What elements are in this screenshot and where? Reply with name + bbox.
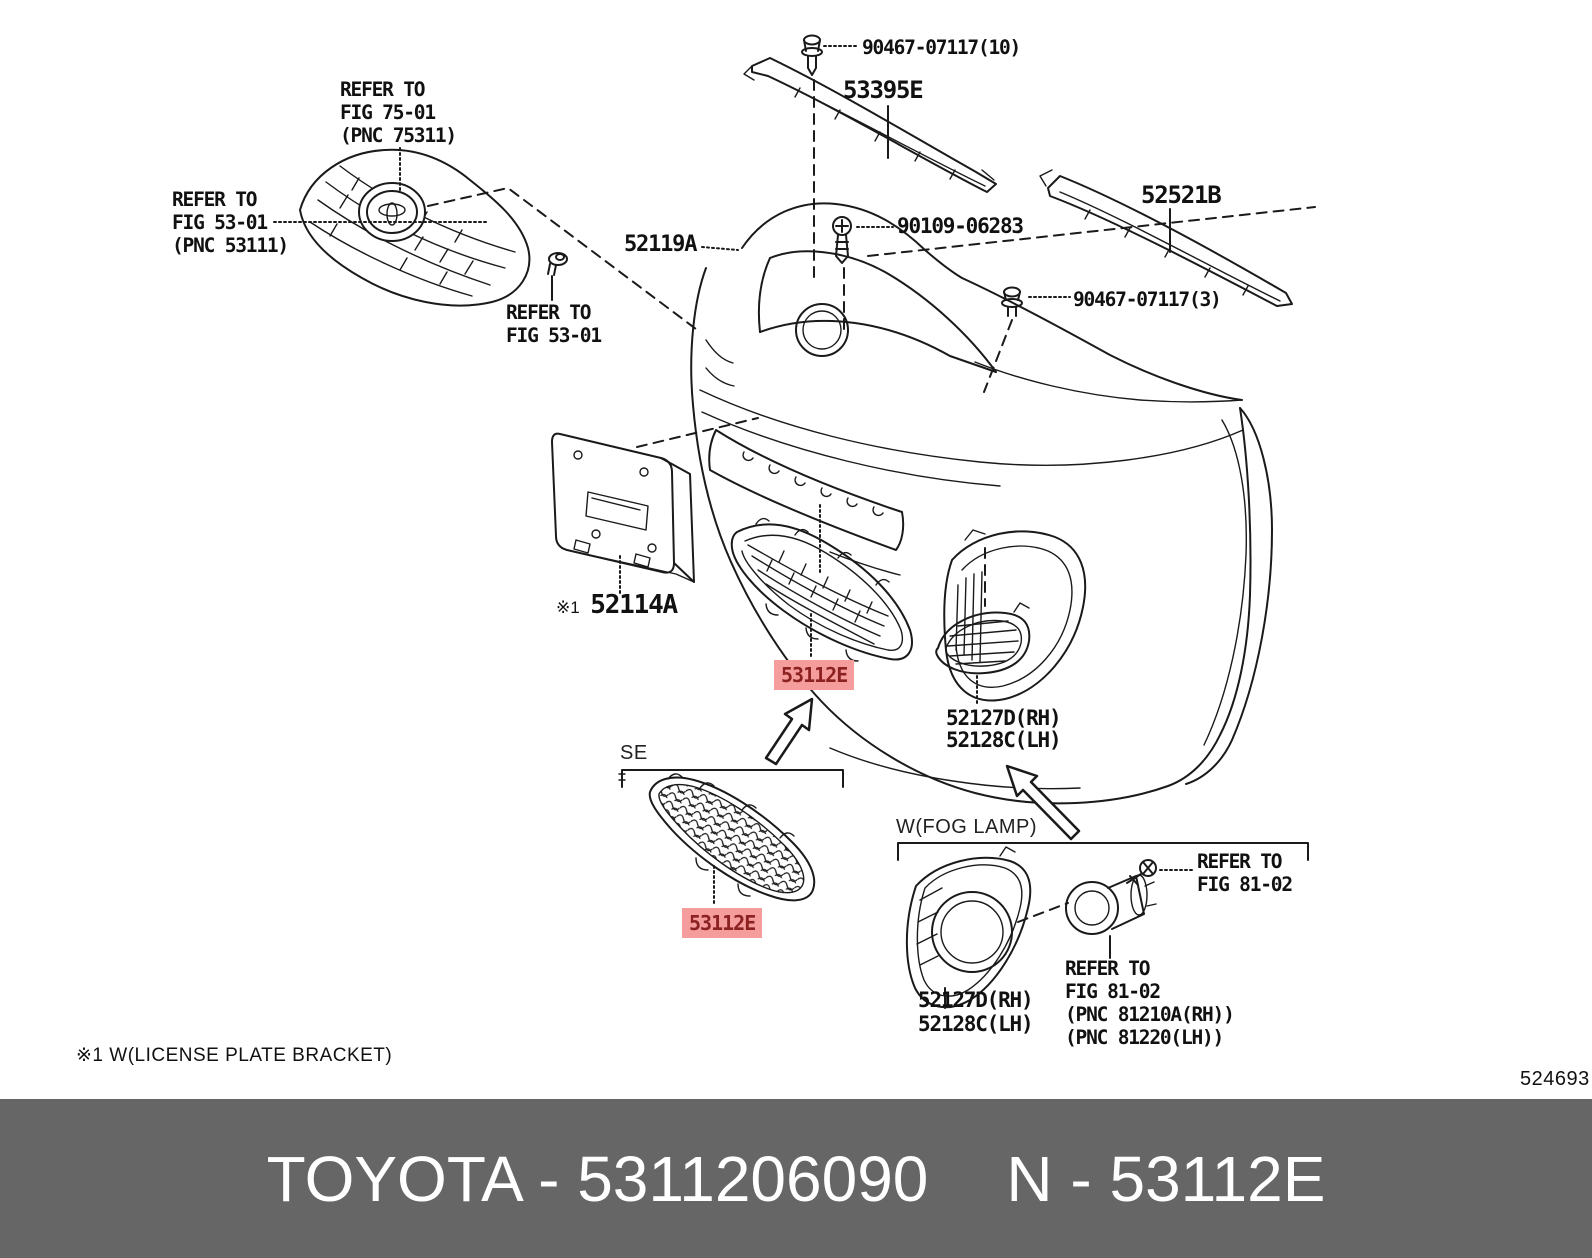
leader-bumper bbox=[701, 246, 739, 251]
callout-90467-07117-3[interactable]: 90467-07117(3) bbox=[1073, 288, 1222, 311]
fog-lamp-drawing[interactable] bbox=[1065, 874, 1157, 935]
part-number: 52127D(RH) bbox=[946, 706, 1062, 730]
doc-number: 524693 bbox=[1520, 1068, 1590, 1090]
part-number: 52128C(LH) bbox=[918, 1012, 1034, 1036]
lower-grille-se-drawing[interactable] bbox=[648, 773, 816, 902]
note-line: FIG 81-02 bbox=[1065, 980, 1161, 1003]
fog-bezel-drawing[interactable] bbox=[905, 846, 1032, 1009]
pointer-bracket bbox=[636, 417, 759, 448]
note-line: (PNC 81210A(RH)) bbox=[1065, 1003, 1235, 1026]
footnote-ref: ※1 bbox=[556, 598, 580, 617]
part-number: 52114A bbox=[590, 590, 678, 620]
callout-52127D-52128C-upper[interactable]: 52127D(RH) 52128C(LH) bbox=[946, 706, 1062, 752]
note-line: (PNC 53111) bbox=[172, 234, 289, 257]
front-bumper-drawing[interactable] bbox=[690, 202, 1273, 805]
footnote-license-plate: ※1 W(LICENSE PLATE BRACKET) bbox=[76, 1045, 393, 1066]
note-line: REFER TO bbox=[172, 188, 258, 211]
fog-section-bracket bbox=[897, 842, 1309, 861]
radiator-grille-drawing[interactable] bbox=[299, 148, 531, 307]
note-refer-fig75: REFER TO FIG 75-01 (PNC 75311) bbox=[340, 78, 457, 147]
note-refer-fig53-clip: REFER TO FIG 53-01 bbox=[506, 301, 602, 347]
note-refer-fig81-pnc: REFER TO FIG 81-02 (PNC 81210A(RH)) (PNC… bbox=[1065, 957, 1235, 1049]
label-fog-section: W(FOG LAMP) bbox=[896, 816, 1038, 838]
pointer-clip-right bbox=[983, 319, 1013, 393]
pointer-strip-right bbox=[867, 206, 1316, 257]
pointer-bezel-to-lamp bbox=[1017, 902, 1069, 923]
screw-90109-icon[interactable] bbox=[832, 216, 852, 264]
note-line: FIG 53-01 bbox=[506, 324, 602, 347]
clip-fig53-icon bbox=[547, 252, 568, 276]
fog-cover-upper-drawing[interactable] bbox=[935, 602, 1031, 675]
callout-90467-07117-10[interactable]: 90467-07117(10) bbox=[862, 36, 1021, 59]
bolt-fig81-icon bbox=[1126, 859, 1157, 886]
pointer-grille-to-bumper bbox=[427, 187, 701, 333]
note-line: (PNC 81220(LH)) bbox=[1065, 1026, 1224, 1049]
note-refer-fig81: REFER TO FIG 81-02 bbox=[1197, 850, 1293, 896]
part-number: 52127D(RH) bbox=[918, 988, 1034, 1012]
callout-90109-06283[interactable]: 90109-06283 bbox=[897, 214, 1024, 238]
note-refer-fig53-grille: REFER TO FIG 53-01 (PNC 53111) bbox=[172, 188, 289, 257]
part-title-bar: TOYOTA - 5311206090 N - 53112E bbox=[0, 1099, 1592, 1258]
footer-brand-partnumber: TOYOTA - 5311206090 bbox=[266, 1142, 929, 1215]
direction-arrow-fog bbox=[1005, 764, 1081, 841]
callout-53395E[interactable]: 53395E bbox=[843, 76, 924, 104]
lower-grille-main-drawing[interactable] bbox=[730, 517, 913, 662]
clip-90467-top-icon[interactable] bbox=[801, 34, 823, 76]
note-line: FIG 81-02 bbox=[1197, 873, 1293, 896]
note-line: FIG 53-01 bbox=[172, 211, 268, 234]
callout-52119A[interactable]: 52119A bbox=[624, 232, 697, 257]
strip-53395E-drawing[interactable] bbox=[743, 57, 997, 193]
callout-52114A[interactable]: ※1 52114A bbox=[556, 592, 678, 619]
note-line: (PNC 75311) bbox=[340, 124, 457, 147]
part-number: 52128C(LH) bbox=[946, 728, 1062, 752]
note-line: REFER TO bbox=[1065, 957, 1151, 980]
callout-52521B[interactable]: 52521B bbox=[1141, 181, 1222, 209]
note-line: REFER TO bbox=[1197, 850, 1283, 873]
license-bracket-drawing[interactable] bbox=[551, 432, 695, 583]
callout-53112E-se[interactable]: 53112E bbox=[682, 908, 763, 938]
note-line: REFER TO bbox=[506, 301, 592, 324]
se-section-bracket bbox=[618, 769, 844, 788]
direction-arrow-main bbox=[764, 697, 814, 766]
callout-53112E-main[interactable]: 53112E bbox=[774, 660, 855, 690]
label-se-section: SE bbox=[620, 742, 648, 764]
callout-52127D-52128C-lower[interactable]: 52127D(RH) 52128C(LH) bbox=[918, 988, 1034, 1036]
footer-part-code: N - 53112E bbox=[1006, 1142, 1326, 1215]
note-line: REFER TO bbox=[340, 78, 426, 101]
note-line: FIG 75-01 bbox=[340, 101, 436, 124]
